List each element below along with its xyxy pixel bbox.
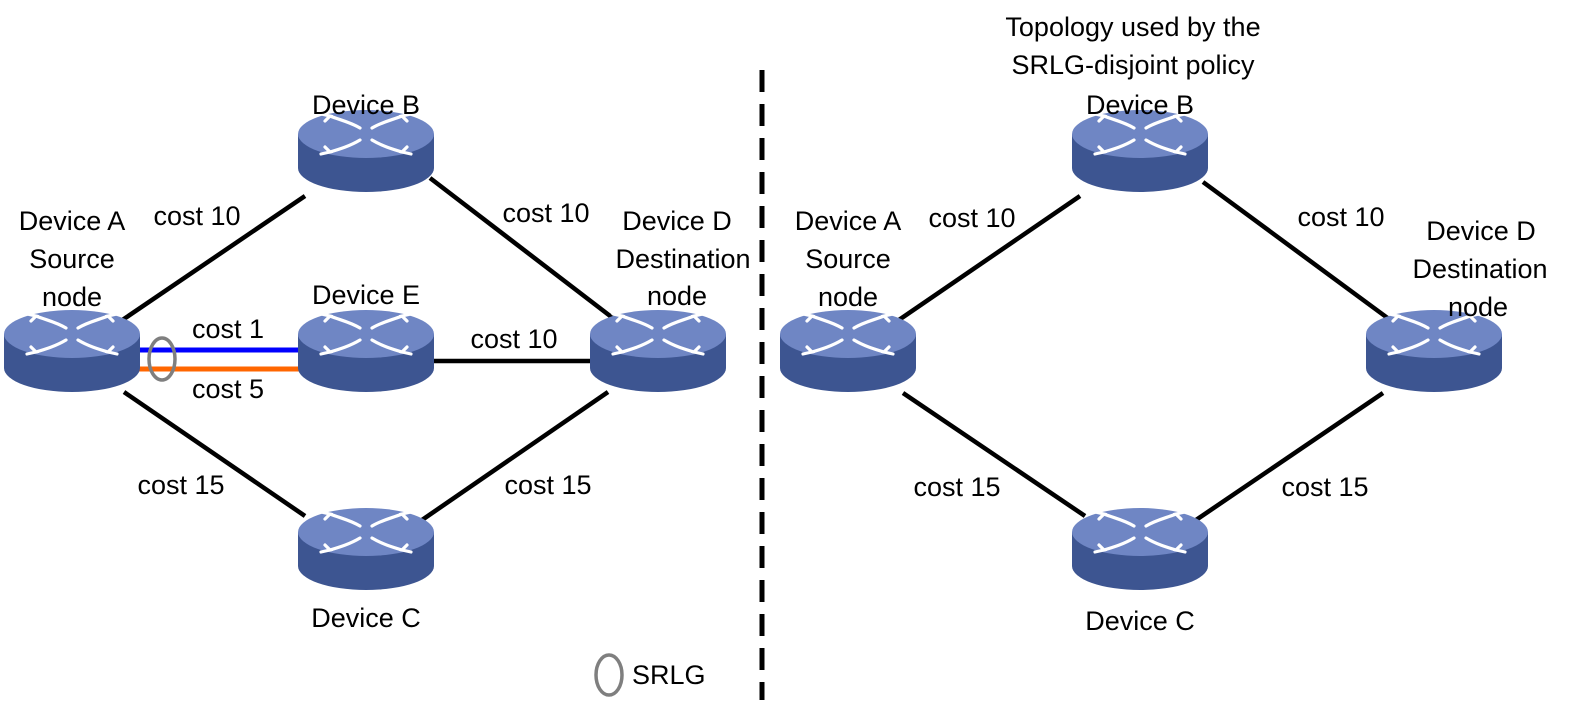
router-icon-left-device-e[interactable]	[296, 308, 436, 394]
right-title-line2: SRLG-disjoint policy	[1011, 50, 1255, 80]
router-icon-left-device-d[interactable]	[588, 308, 728, 394]
router-icon-right-device-c[interactable]	[1070, 506, 1210, 592]
router-icon-left-device-c[interactable]	[296, 506, 436, 592]
left-device-d-role-line2: node	[647, 281, 707, 311]
left-device-a-role-line1: Source	[29, 244, 115, 274]
left-cost-a-e-orange: cost 5	[192, 374, 264, 404]
router-icon-left-device-a[interactable]	[2, 308, 142, 394]
right-device-c-name: Device C	[1085, 606, 1195, 636]
right-link-c-d	[1194, 391, 1385, 522]
srlg-legend-icon	[594, 653, 624, 697]
left-cost-a-c: cost 15	[137, 470, 224, 500]
link-a-b	[116, 194, 307, 325]
left-cost-a-e-blue: cost 1	[192, 314, 264, 344]
left-device-a-name: Device A	[19, 206, 126, 236]
left-device-e-name: Device E	[312, 280, 420, 310]
link-a-c	[122, 390, 307, 518]
right-link-b-d	[1201, 180, 1395, 324]
right-device-a-name: Device A	[795, 206, 902, 236]
link-b-d	[428, 176, 620, 324]
left-device-a-role-line2: node	[42, 282, 102, 312]
right-title-line1: Topology used by the	[1005, 12, 1260, 42]
right-link-a-b	[891, 194, 1082, 326]
link-c-d	[420, 390, 610, 522]
left-device-d-role-line1: Destination	[615, 244, 750, 274]
router-icon-right-device-d[interactable]	[1364, 308, 1504, 394]
left-device-d-name: Device D	[622, 206, 732, 236]
router-icon-right-device-a[interactable]	[778, 308, 918, 394]
left-cost-b-d: cost 10	[502, 198, 589, 228]
left-device-b-name: Device B	[312, 90, 420, 120]
right-cost-a-b: cost 10	[928, 203, 1015, 233]
right-cost-c-d: cost 15	[1281, 472, 1368, 502]
right-device-d-role-line2: node	[1448, 292, 1508, 322]
right-device-a-role-line2: node	[818, 282, 878, 312]
left-cost-e-d: cost 10	[470, 324, 557, 354]
right-device-d-role-line1: Destination	[1412, 254, 1547, 284]
left-cost-a-b: cost 10	[153, 201, 240, 231]
right-link-a-c	[901, 391, 1087, 518]
router-icon-left-device-b[interactable]	[296, 108, 436, 194]
left-device-c-name: Device C	[311, 603, 421, 633]
router-icon-right-device-b[interactable]	[1070, 108, 1210, 194]
right-device-d-name: Device D	[1426, 216, 1536, 246]
right-device-b-name: Device B	[1086, 90, 1194, 120]
srlg-legend-label: SRLG	[632, 660, 706, 690]
srlg-ellipse-icon	[147, 336, 177, 382]
left-cost-c-d: cost 15	[504, 470, 591, 500]
right-device-a-role-line1: Source	[805, 244, 891, 274]
right-cost-a-c: cost 15	[913, 472, 1000, 502]
right-cost-b-d: cost 10	[1297, 202, 1384, 232]
